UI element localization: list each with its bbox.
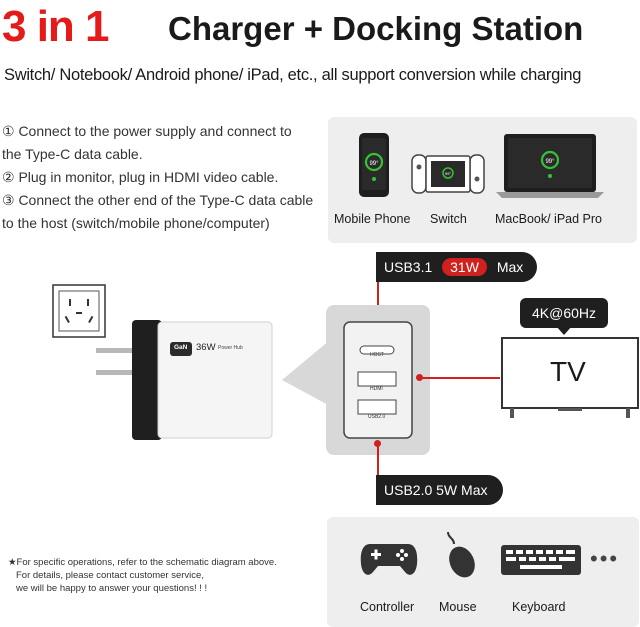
step-line: to the host (switch/mobile phone/compute… xyxy=(2,215,270,231)
step-line: ③ Connect the other end of the Type-C da… xyxy=(2,192,314,208)
hub-port-host: HOST xyxy=(370,352,384,358)
usb31-label: USB3.1 xyxy=(384,259,433,275)
usb31-label-pill: USB3.1 31W Max xyxy=(376,252,538,282)
footnote: ★For specific operations, refer to the s… xyxy=(8,556,277,595)
subtitle: Switch/ Notebook/ Android phone/ iPad, e… xyxy=(4,66,582,84)
laptop-icon: 99° xyxy=(496,134,604,198)
callout-pointer xyxy=(282,340,330,406)
charger-brand: GaN xyxy=(174,344,188,351)
hdmi-resolution-badge: 4K@60Hz xyxy=(520,298,609,328)
hdmi-connector-dot xyxy=(416,374,423,381)
keyboard-icon xyxy=(501,545,581,575)
laptop-screen-text: 99° xyxy=(545,159,555,165)
hub-ports-icon xyxy=(343,321,413,439)
hub-port-usb2: USB2.0 xyxy=(368,414,386,420)
headline-highlight: 3 in 1 xyxy=(2,2,109,51)
mouse-icon xyxy=(447,531,475,578)
step-line: the Type-C data cable. xyxy=(2,146,143,162)
phone-screen-text: 99° xyxy=(369,161,379,167)
game-console-icon: 99° xyxy=(411,154,485,194)
tv-label: TV xyxy=(550,356,586,387)
gamepad-icon xyxy=(360,544,418,575)
hub-port-hdmi: HDMI xyxy=(370,386,383,392)
device-label-switch: Switch xyxy=(430,212,467,226)
device-label-phone: Mobile Phone xyxy=(334,212,411,226)
charger-image xyxy=(96,320,273,440)
usb20-connector-line xyxy=(377,444,379,475)
usb31-watts-badge: 31W xyxy=(442,258,487,276)
peripheral-label-controller: Controller xyxy=(360,600,415,614)
usb20-label-pill: USB2.0 5W Max xyxy=(376,475,504,505)
charger-model: Power Hub xyxy=(218,345,243,351)
peripheral-label-mouse: Mouse xyxy=(439,600,477,614)
hdmi-connector-line xyxy=(420,377,500,379)
wall-socket-icon xyxy=(52,284,106,338)
step-line: ② Plug in monitor, plug in HDMI video ca… xyxy=(2,169,279,185)
headline-title: Charger + Docking Station xyxy=(168,10,584,47)
footnote-line: we will be happy to answer your question… xyxy=(16,583,208,594)
usb20-connector-dot xyxy=(374,440,381,447)
charger-watts: 36W xyxy=(196,342,216,353)
device-label-laptop: MacBook/ iPad Pro xyxy=(495,212,602,226)
peripherals-panel xyxy=(327,517,639,627)
phone-icon: 99° xyxy=(359,133,389,197)
footnote-line: ★For specific operations, refer to the s… xyxy=(8,557,277,568)
peripheral-label-keyboard: Keyboard xyxy=(512,600,566,614)
switch-screen-text: 99° xyxy=(445,171,451,176)
usb31-suffix: Max xyxy=(496,259,524,275)
step-line: ① Connect to the power supply and connec… xyxy=(2,123,292,139)
tv-icon xyxy=(501,337,639,418)
footnote-line: For details, please contact customer ser… xyxy=(16,570,204,581)
badge-pointer xyxy=(556,326,572,335)
more-dots-icon: ••• xyxy=(590,546,620,571)
instruction-steps: ① Connect to the power supply and connec… xyxy=(2,120,322,235)
